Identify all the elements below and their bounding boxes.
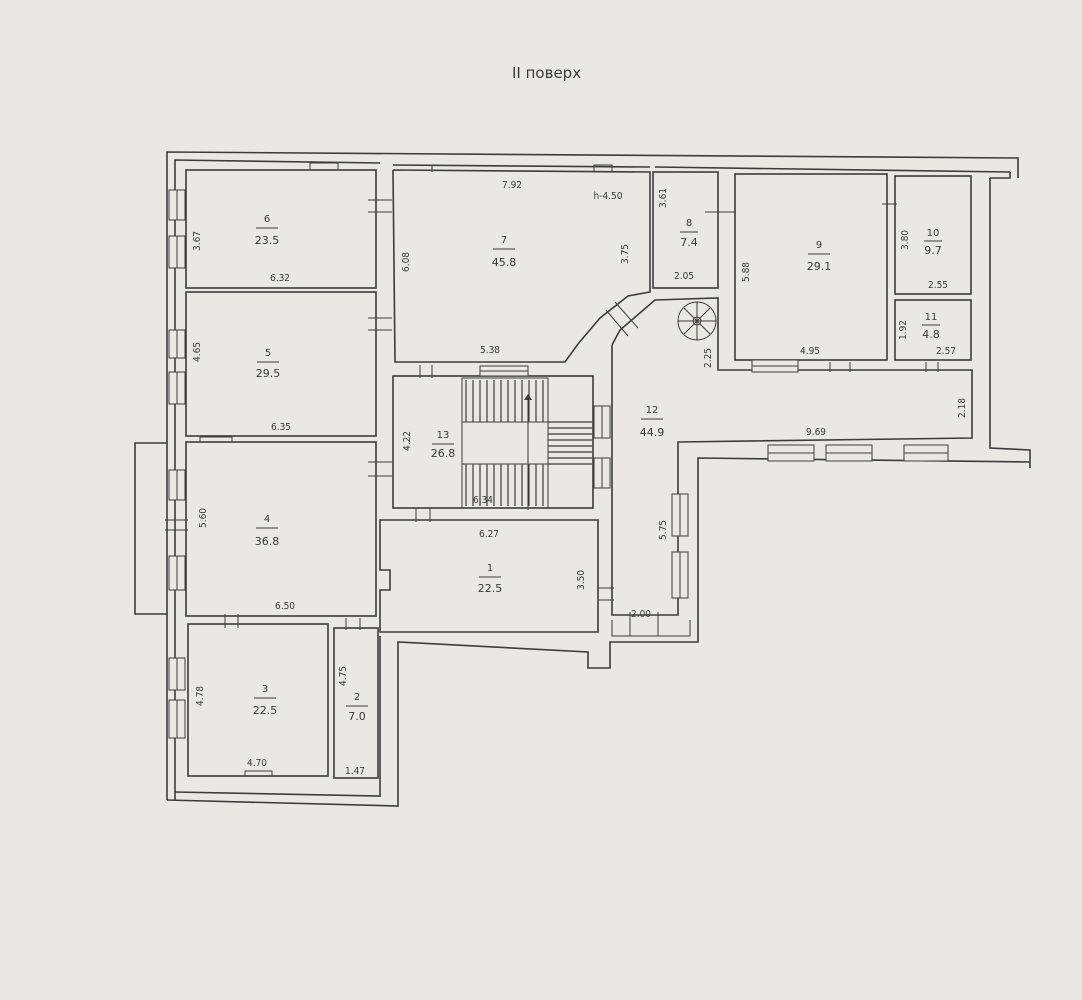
- dim-room3-width: 4.70: [247, 758, 267, 769]
- svg-text:12: 12: [646, 405, 659, 416]
- room-9-outline: [734, 173, 888, 361]
- dim-room12-d: 5.75: [658, 520, 669, 540]
- dim-room1-width: 6.27: [479, 529, 499, 540]
- dim-room8-width: 2.05: [674, 271, 694, 282]
- room-label-5: 5 29.5: [256, 348, 281, 380]
- dim-room7-right: 3.75: [620, 244, 631, 264]
- room-label-8: 8 7.4: [680, 218, 698, 249]
- room-label-7: 7 45.8: [492, 235, 517, 269]
- dim-room2-width: 1.47: [345, 766, 365, 777]
- room-6-outline: [185, 162, 377, 289]
- room-labels: 6 23.5 5 29.5 4 36.8 3 22.5 2 7.0 1 22.5: [253, 214, 942, 723]
- dim-room12-a: 2.25: [703, 348, 714, 368]
- svg-text:10: 10: [927, 228, 940, 239]
- room-label-3: 3 22.5: [253, 684, 278, 717]
- svg-text:22.5: 22.5: [253, 704, 278, 717]
- dim-room11-height: 1.92: [898, 320, 909, 340]
- room-label-10: 10 9.7: [924, 228, 942, 257]
- room-10-outline: [894, 175, 972, 295]
- svg-text:23.5: 23.5: [255, 234, 280, 247]
- dim-room7-left: 6.08: [401, 252, 412, 272]
- svg-text:45.8: 45.8: [492, 256, 517, 269]
- dim-room10-height: 3.80: [900, 230, 911, 250]
- dim-room4-height: 5.60: [198, 508, 209, 528]
- svg-text:6: 6: [264, 214, 270, 225]
- room-label-6: 6 23.5: [255, 214, 280, 247]
- svg-text:1: 1: [487, 563, 493, 574]
- windows: [168, 189, 949, 739]
- svg-text:8: 8: [686, 218, 692, 229]
- svg-text:2: 2: [354, 692, 360, 703]
- room-13-stair-outline: [392, 375, 594, 509]
- svg-text:4: 4: [264, 514, 270, 525]
- room-label-12: 12 44.9: [640, 405, 665, 439]
- dim-room7-bottom: 5.38: [480, 345, 500, 356]
- svg-text:26.8: 26.8: [431, 447, 456, 460]
- svg-text:29.1: 29.1: [807, 260, 832, 273]
- dim-room2-height: 4.75: [338, 666, 349, 686]
- room-label-11: 11 4.8: [922, 312, 940, 341]
- dim-room6-height: 3.67: [192, 231, 203, 251]
- room-label-4: 4 36.8: [255, 514, 280, 548]
- dim-room9-height: 5.88: [741, 262, 752, 282]
- svg-text:13: 13: [437, 430, 450, 441]
- svg-text:7.4: 7.4: [680, 236, 698, 249]
- dim-room3-height: 4.78: [195, 686, 206, 706]
- svg-text:11: 11: [925, 312, 938, 323]
- room-label-2: 2 7.0: [346, 692, 368, 723]
- svg-text:3: 3: [262, 684, 268, 695]
- dim-room8-height: 3.61: [658, 188, 669, 208]
- room-label-9: 9 29.1: [807, 240, 832, 273]
- room-7-outline: [392, 164, 651, 363]
- room-8-outline: [652, 171, 719, 289]
- dim-room12-b: 2.18: [957, 398, 968, 418]
- dim-room11-width: 2.57: [936, 346, 956, 357]
- dim-room12-c: 9.69: [806, 427, 826, 438]
- svg-text:7: 7: [501, 235, 507, 246]
- dim-room9-width: 4.95: [800, 346, 820, 357]
- room-2-outline: [333, 627, 379, 779]
- dim-room10-width: 2.55: [928, 280, 948, 291]
- room-4-outline: [185, 436, 377, 617]
- room-12-corridor-outline: [611, 297, 973, 637]
- svg-text:29.5: 29.5: [256, 367, 281, 380]
- dim-room13-width: 6.34: [473, 495, 493, 506]
- svg-text:4.8: 4.8: [922, 328, 940, 341]
- staircase: [461, 377, 592, 510]
- room-label-1: 1 22.5: [478, 563, 503, 595]
- room-1-outline: [379, 519, 599, 633]
- dim-room4-width: 6.50: [275, 601, 295, 612]
- dim-room5-width: 6.35: [271, 422, 291, 433]
- dim-room7-ceiling: h-4.50: [594, 191, 623, 202]
- dim-room7-top: 7.92: [502, 180, 522, 191]
- door-markers: [165, 199, 939, 636]
- svg-text:36.8: 36.8: [255, 535, 280, 548]
- svg-text:9.7: 9.7: [924, 244, 942, 257]
- svg-text:9: 9: [816, 240, 822, 251]
- room-11-outline: [894, 299, 972, 361]
- dim-room12-e: 2.00: [631, 609, 651, 620]
- svg-text:5: 5: [265, 348, 271, 359]
- dim-room5-height: 4.65: [192, 342, 203, 362]
- dim-room13-height: 4.22: [402, 431, 413, 451]
- room-label-13: 13 26.8: [431, 430, 456, 460]
- room-3-outline: [187, 623, 329, 777]
- dim-room6-width: 6.32: [270, 273, 290, 284]
- svg-text:44.9: 44.9: [640, 426, 665, 439]
- svg-text:22.5: 22.5: [478, 582, 503, 595]
- plan-title: II поверх: [512, 64, 581, 82]
- svg-text:7.0: 7.0: [348, 710, 366, 723]
- dimension-labels: 6.32 3.67 6.35 4.65 6.50 5.60 4.70 4.78 …: [192, 180, 968, 777]
- dim-room1-height: 3.50: [576, 570, 587, 590]
- room-5-outline: [185, 291, 377, 437]
- spiral-stair-symbol: [677, 301, 717, 341]
